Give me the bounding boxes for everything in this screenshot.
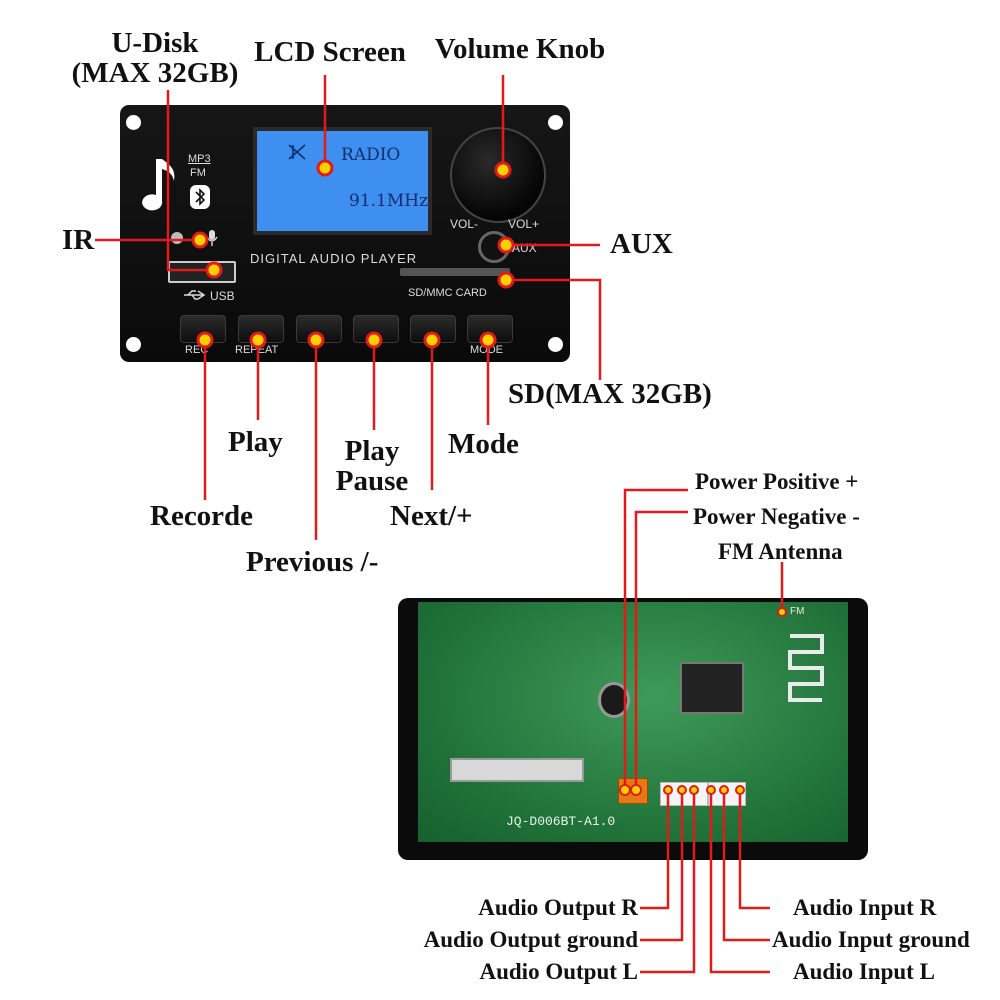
vol-minus-text: VOL- bbox=[450, 217, 479, 231]
aux-label: AUX bbox=[610, 228, 673, 260]
next-label: Next/+ bbox=[390, 500, 473, 532]
audio-output-l-marker bbox=[689, 785, 699, 795]
power-positive-marker bbox=[619, 784, 631, 796]
audio-output-ground-label: Audio Output ground bbox=[423, 927, 638, 952]
bluetooth-icon bbox=[190, 185, 210, 209]
repeat-button-label: REPEAT bbox=[235, 344, 279, 356]
lcd-line-1: RADIO bbox=[341, 145, 401, 165]
audio-output-r-label: Audio Output R bbox=[478, 895, 638, 920]
mount-hole bbox=[126, 337, 141, 352]
sd-callout-line bbox=[507, 278, 602, 380]
usb-text: USB bbox=[210, 289, 235, 303]
repeat-marker bbox=[249, 331, 267, 349]
power-negative-marker bbox=[630, 784, 642, 796]
vol-plus-text: VOL+ bbox=[508, 217, 540, 231]
mode-button-label: MODE bbox=[470, 344, 503, 356]
fm-antenna-marker bbox=[777, 607, 787, 617]
audio-input-ground-label: Audio Input ground bbox=[772, 927, 970, 952]
ribbon-connector bbox=[450, 758, 584, 782]
audio-input-ground-callout-line bbox=[722, 790, 770, 942]
u-disk-label-line2: (MAX 32GB) bbox=[71, 57, 239, 90]
ir-marker bbox=[191, 231, 209, 249]
digital-audio-player-text: DIGITAL AUDIO PLAYER bbox=[250, 251, 418, 266]
power-negative-callout-line bbox=[634, 510, 688, 785]
lcd-screen-label: LCD Screen bbox=[254, 36, 406, 68]
audio-input-r-label: Audio Input R bbox=[793, 895, 937, 920]
power-positive-callout-line bbox=[623, 488, 688, 785]
next-marker bbox=[423, 331, 441, 349]
mount-hole bbox=[548, 115, 563, 130]
usb-icon bbox=[184, 290, 206, 300]
volume-marker bbox=[494, 161, 512, 179]
audio-input-l-callout-line bbox=[709, 790, 770, 974]
sd-marker bbox=[497, 271, 515, 289]
recorde-label: Recorde bbox=[150, 500, 254, 532]
u-disk-callout-line bbox=[166, 90, 215, 272]
audio-input-r-marker bbox=[735, 785, 745, 795]
fm-antenna-label: FM Antenna bbox=[718, 539, 843, 564]
play-label: Play bbox=[228, 426, 283, 458]
pcb-model-text: JQ-D006BT-A1.0 bbox=[506, 814, 616, 829]
ir-label: IR bbox=[62, 224, 95, 256]
audio-output-ground-marker bbox=[677, 785, 687, 795]
mp3-fm-badge: MP3 FM bbox=[186, 153, 216, 215]
mode-label: Mode bbox=[448, 428, 519, 460]
play-pause-marker bbox=[365, 331, 383, 349]
audio-output-l-label: Audio Output L bbox=[479, 959, 638, 984]
power-positive-label: Power Positive + bbox=[695, 469, 859, 494]
volume-knob-label: Volume Knob bbox=[434, 33, 606, 65]
play-pause-label-line1: Play bbox=[344, 435, 400, 467]
audio-input-l-label: Audio Input L bbox=[793, 959, 935, 984]
pcb-back-view: FM JQ-D006BT-A1.0 bbox=[398, 598, 868, 860]
fm-text: FM bbox=[190, 167, 206, 179]
sd-label: SD(MAX 32GB) bbox=[508, 378, 712, 410]
audio-output-r-marker bbox=[663, 785, 673, 795]
audio-output-r-callout-line bbox=[640, 790, 670, 910]
sd-card-text: SD/MMC CARD bbox=[408, 287, 487, 299]
lcd-marker bbox=[316, 159, 334, 177]
u-disk-label-line1: U-Disk bbox=[111, 27, 199, 59]
main-chip bbox=[680, 662, 744, 714]
aux-marker bbox=[497, 236, 515, 254]
bluetooth-antenna-icon bbox=[788, 634, 824, 702]
front-panel: MP3 FM RADIO 91.1MHz VOL- VOL+ AUX DIGIT… bbox=[120, 105, 570, 362]
power-negative-label: Power Negative - bbox=[693, 504, 860, 529]
play-pause-label-line2: Pause bbox=[335, 465, 409, 498]
mode-marker bbox=[479, 331, 497, 349]
pcb-fm-text: FM bbox=[790, 606, 805, 617]
previous-label: Previous /- bbox=[246, 546, 379, 578]
mount-hole bbox=[126, 115, 141, 130]
audio-input-l-marker bbox=[706, 785, 716, 795]
audio-output-l-callout-line bbox=[640, 790, 696, 974]
lcd-screen: RADIO 91.1MHz bbox=[253, 127, 432, 235]
rec-marker bbox=[196, 331, 214, 349]
play-pause-label: Play Pause bbox=[336, 436, 409, 497]
mount-hole bbox=[548, 337, 563, 352]
antenna-icon bbox=[288, 144, 306, 160]
previous-marker bbox=[307, 331, 325, 349]
sd-card-slot[interactable] bbox=[400, 268, 510, 276]
u-disk-label: U-Disk (MAX 32GB) bbox=[72, 28, 239, 89]
audio-input-r-callout-line bbox=[738, 790, 770, 910]
audio-output-ground-callout-line bbox=[640, 790, 684, 942]
lcd-line-2: 91.1MHz bbox=[349, 191, 429, 211]
mp3-text: MP3 bbox=[188, 153, 211, 165]
audio-input-ground-marker bbox=[719, 785, 729, 795]
u-disk-marker bbox=[205, 261, 223, 279]
